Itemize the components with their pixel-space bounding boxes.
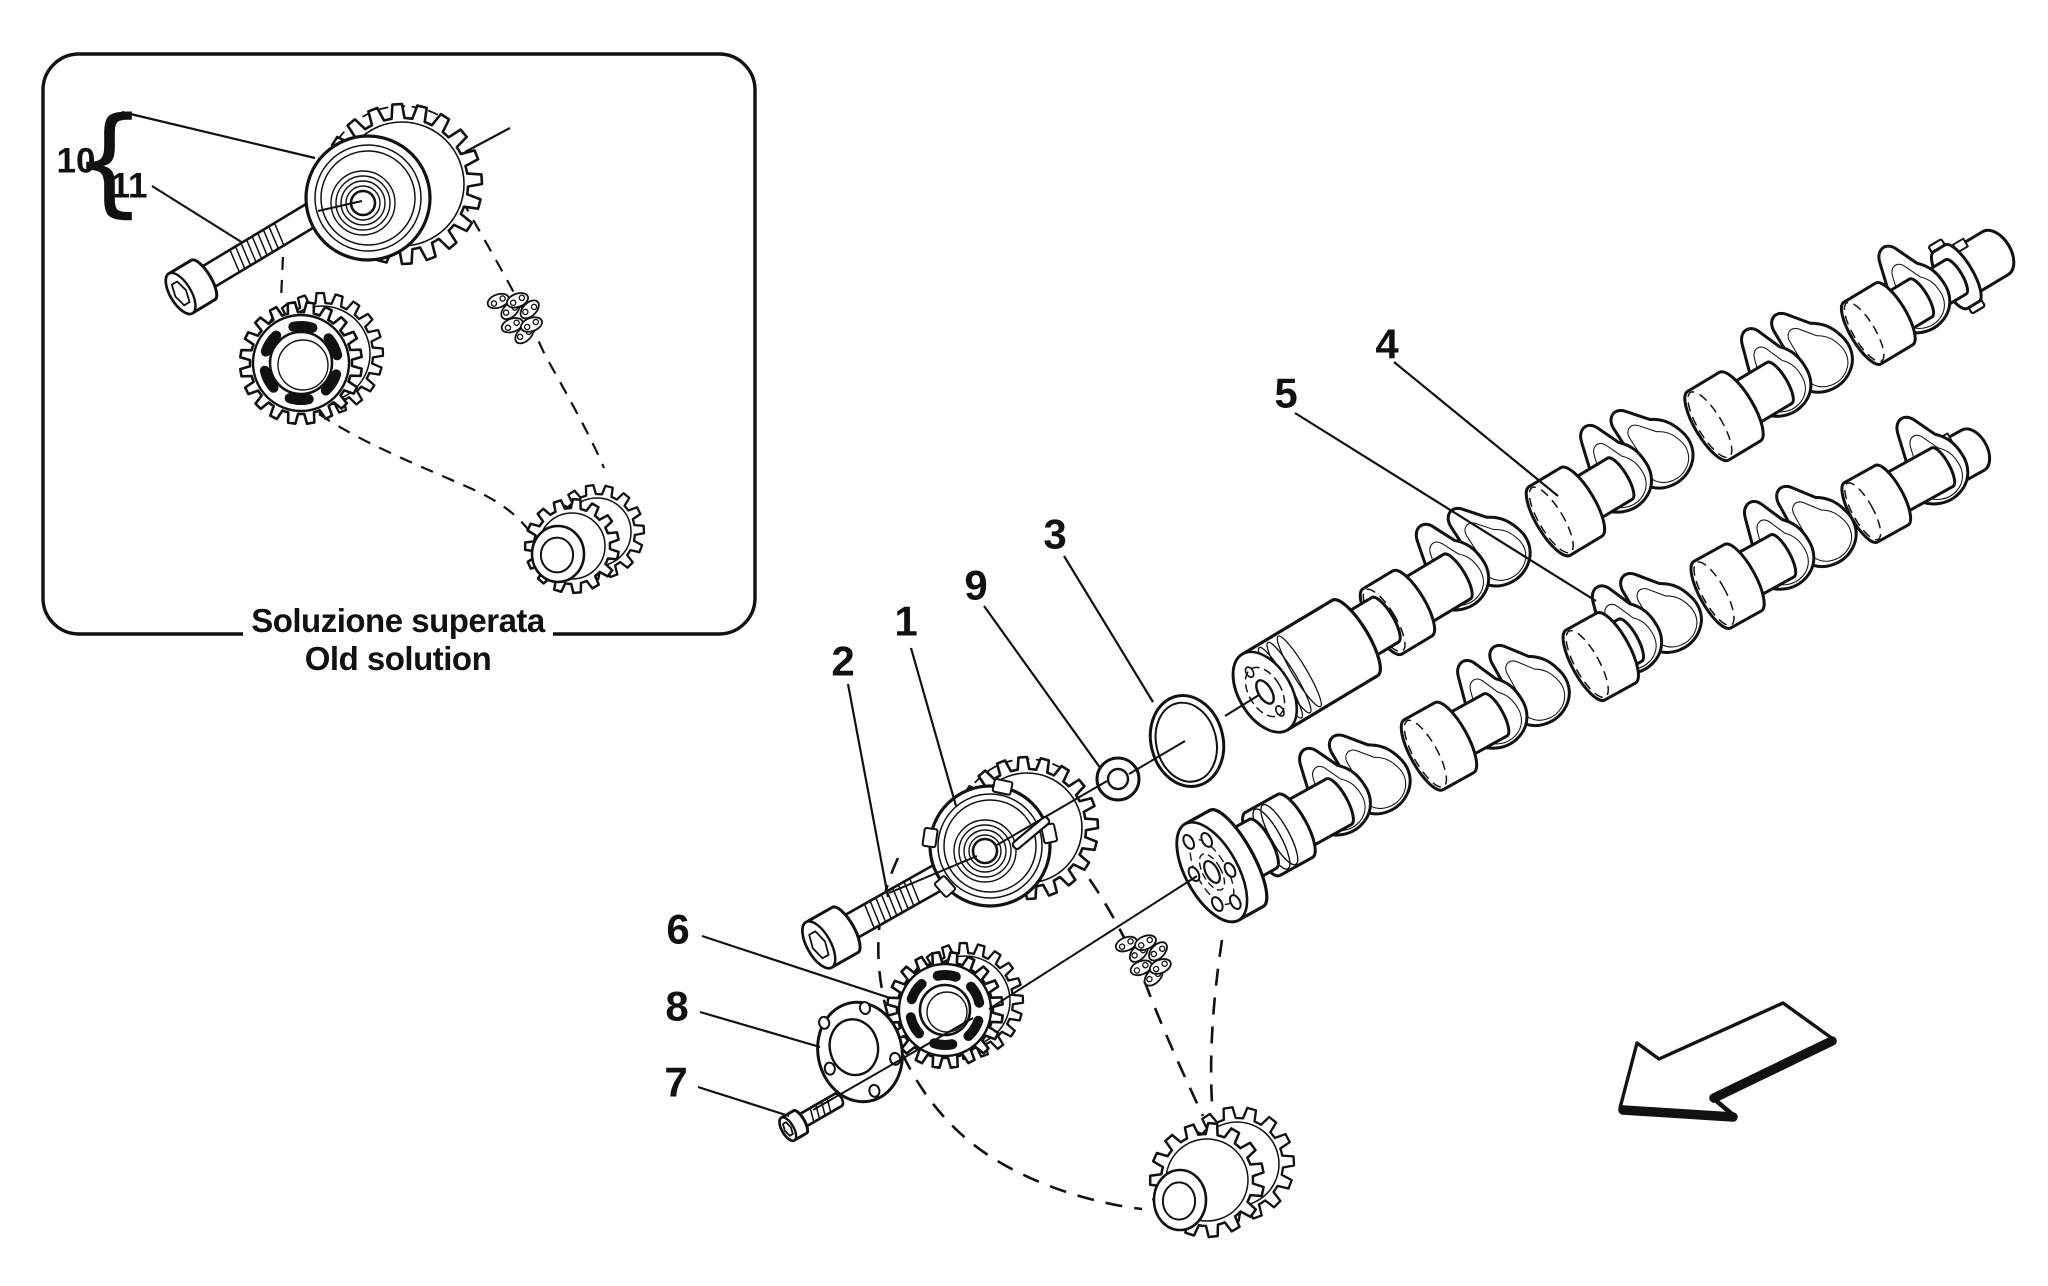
inset-chain-links <box>486 292 543 345</box>
double-sprocket <box>1148 1106 1296 1239</box>
part-label-8: 8 <box>665 983 688 1030</box>
inset-cam-variator <box>304 102 484 266</box>
old-solution-inset: { Soluzione superata Old solution <box>41 52 757 677</box>
cam-variator <box>921 755 1100 908</box>
part-label-9: 9 <box>964 562 987 609</box>
inset-dash-variator-sprocket <box>461 199 606 469</box>
leader-line-11 <box>151 185 244 244</box>
leader-line-1 <box>909 647 958 807</box>
group-brace: { <box>71 91 146 229</box>
axis-bolt-variator <box>888 855 978 894</box>
part-label-10: 10 <box>57 142 96 181</box>
inset-parts-group <box>164 102 646 595</box>
chain-path-left <box>877 857 1143 1211</box>
inset-caption-line-1: Soluzione superata <box>251 602 546 639</box>
leader-line-2 <box>846 683 890 898</box>
part-label-11: 11 <box>111 167 148 206</box>
leader-line-8 <box>699 1010 821 1049</box>
direction-arrow-shadow-head <box>1618 1105 1738 1122</box>
main-parts-group <box>778 694 1296 1239</box>
plate-bolt <box>778 1092 845 1143</box>
chain-links <box>1114 934 1172 987</box>
axis-washer-oring <box>1128 740 1186 775</box>
inset-timing-gear <box>239 291 385 425</box>
timing-gear <box>886 941 1025 1069</box>
variator-bolt <box>801 859 957 970</box>
inset-double-sprocket <box>523 483 646 595</box>
inset-axis-bolt <box>317 200 363 212</box>
camshafts-group <box>1175 228 2016 924</box>
inset-caption-line-2: Old solution <box>305 640 491 677</box>
part-label-7: 7 <box>664 1059 687 1106</box>
washer <box>1095 756 1141 802</box>
leader-line-6 <box>701 934 891 1000</box>
chain-path-right <box>1070 855 1205 1117</box>
inset-variator-bolt <box>164 202 322 316</box>
main-leaders <box>697 361 1597 1118</box>
part-label-5: 5 <box>1274 370 1297 417</box>
axis-lines <box>812 694 1260 1111</box>
direction-arrow-icon <box>1618 1001 1837 1122</box>
leader-line-10b <box>464 127 511 153</box>
part-number-labels: 12 3 4 5 6 7 8 9 10 11 <box>57 142 1400 1106</box>
part-label-6: 6 <box>666 906 689 953</box>
chain-path-flange <box>1209 939 1224 1104</box>
leader-line-7 <box>697 1085 790 1118</box>
leader-line-10a <box>121 110 316 160</box>
part-label-3: 3 <box>1043 511 1066 558</box>
leader-line-5 <box>1294 412 1597 602</box>
direction-arrow-shadow-step <box>1710 1095 1736 1118</box>
leader-line-9 <box>983 605 1102 770</box>
part-label-4: 4 <box>1375 321 1399 368</box>
axis-bolt-gear <box>812 1017 974 1111</box>
direction-arrow-shadow-tail <box>1709 1036 1837 1103</box>
camshaft-lower <box>1175 415 1992 924</box>
thrust-plate <box>816 1000 904 1104</box>
axis-oring-camshaft <box>1224 694 1260 717</box>
o-ring <box>1148 694 1226 788</box>
camshaft-upper <box>1231 228 2016 734</box>
axis-variator-washer <box>996 780 1108 846</box>
part-label-2: 2 <box>831 638 854 685</box>
leader-line-4 <box>1393 361 1559 497</box>
inset-dash-gear-sprocket <box>318 413 535 539</box>
part-label-1: 1 <box>894 598 917 645</box>
inset-leaders <box>121 110 511 244</box>
caption-backing <box>243 624 553 644</box>
leader-line-3 <box>1063 555 1154 703</box>
axis-gear-flange <box>988 875 1198 1010</box>
